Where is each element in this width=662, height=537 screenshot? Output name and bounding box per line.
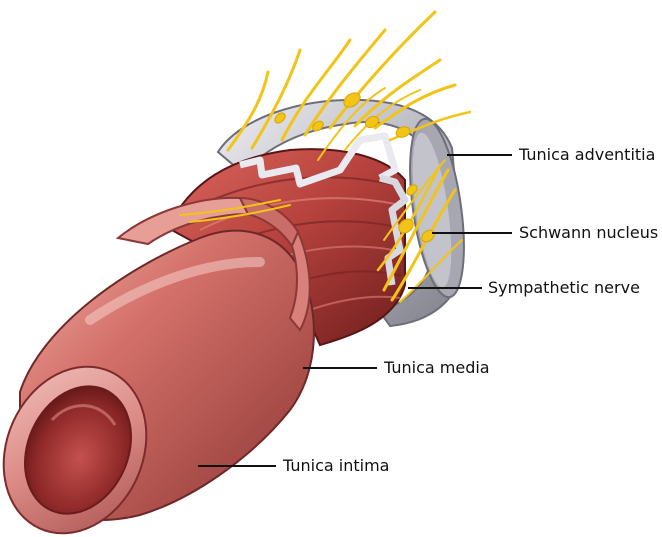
tunica-intima-layer — [0, 198, 314, 537]
label-sympathetic-nerve: Sympathetic nerve — [488, 278, 640, 298]
label-tunica-intima: Tunica intima — [283, 456, 389, 476]
label-tunica-adventitia: Tunica adventitia — [519, 145, 655, 165]
label-schwann-nucleus: Schwann nucleus — [519, 223, 658, 243]
label-tunica-media: Tunica media — [384, 358, 490, 378]
